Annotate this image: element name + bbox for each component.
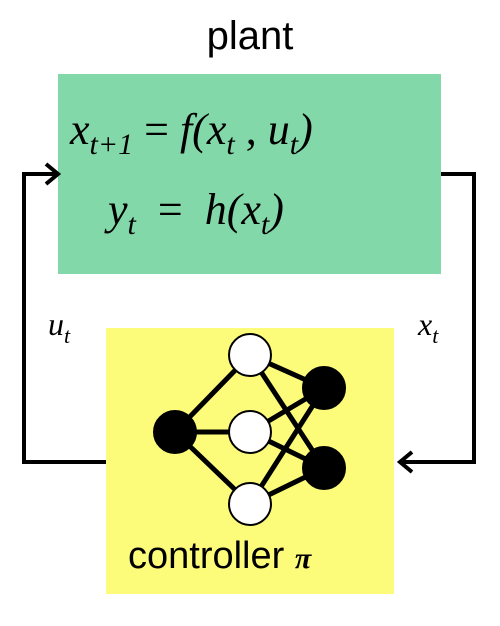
plant-title: plant <box>206 14 294 58</box>
state-signal-label: xt <box>418 306 439 348</box>
output-node <box>302 446 346 490</box>
hidden-node <box>228 333 272 377</box>
control-signal-label: ut <box>48 306 71 348</box>
control-arrow-head <box>44 162 62 186</box>
input-node <box>153 410 197 454</box>
control-line <box>22 172 106 464</box>
policy-symbol: π <box>294 542 312 575</box>
output-node <box>302 366 346 410</box>
state-arrow-head <box>396 450 414 474</box>
output-equation: yt = h(xt) <box>108 185 284 241</box>
controller-label: controller π <box>128 535 312 577</box>
state-equation: xt+1 = f(xt , ut) <box>70 105 313 161</box>
edge <box>247 386 327 506</box>
plant-box <box>58 74 441 274</box>
state-feedback-line <box>400 172 476 464</box>
hidden-node <box>228 482 272 526</box>
hidden-node <box>228 410 272 454</box>
